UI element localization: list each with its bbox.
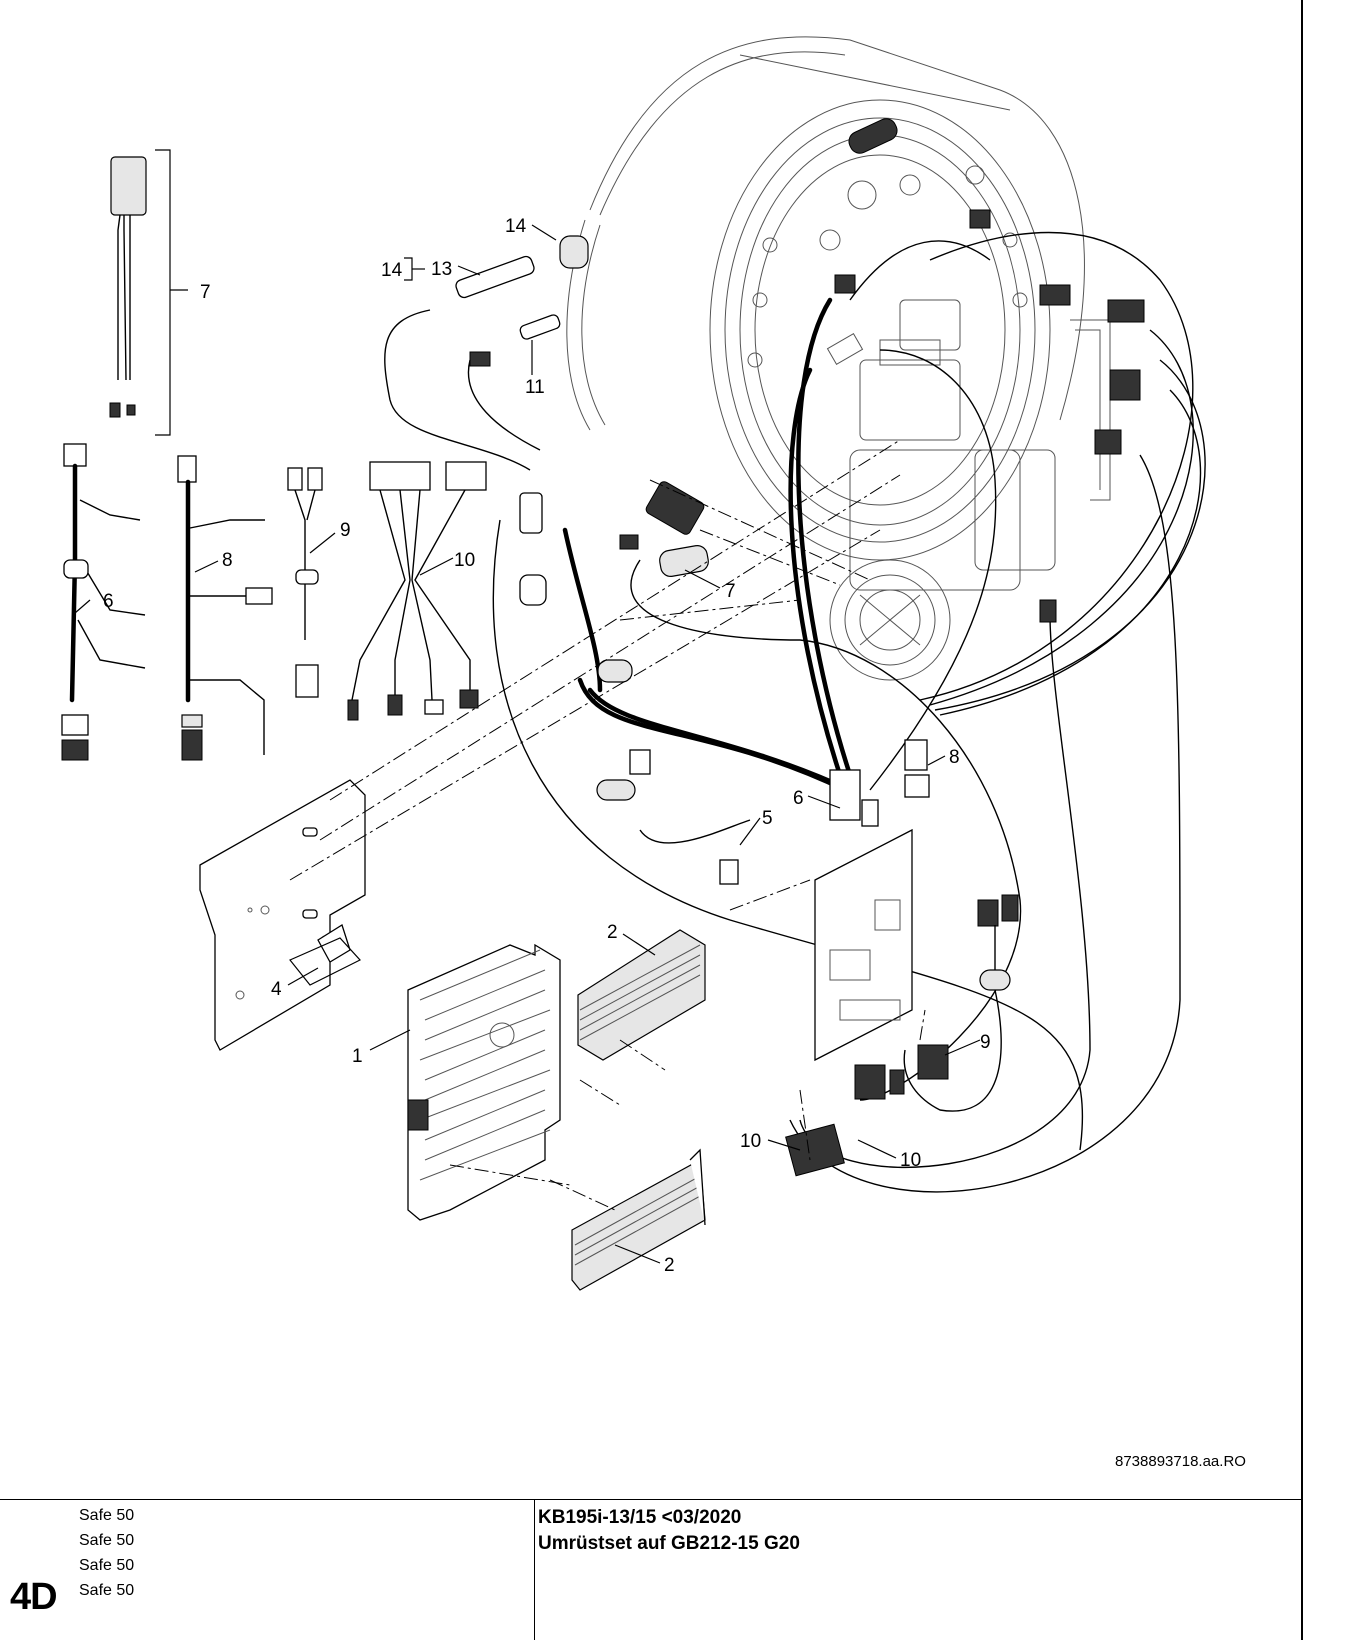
alignment-lines (289, 439, 926, 1211)
model-item: Safe 50 (79, 1507, 135, 1524)
callout-10-lower-right: 10 (900, 1150, 921, 1171)
connector-part-9 (854, 894, 1019, 1112)
exploded-parts-diagram: 1 2 2 4 5 6 6 7 7 8 8 9 9 10 10 10 11 13… (61, 36, 1206, 1291)
document-reference: 8738893718.aa.RO (1115, 1453, 1246, 1470)
callout-1: 1 (352, 1046, 363, 1067)
callout-labels: 1 2 2 4 5 6 6 7 7 8 8 9 9 10 10 10 11 13… (103, 216, 991, 1276)
main-cable-bundle (492, 209, 1206, 1193)
cover-part-2-top (577, 929, 706, 1061)
callout-leaders (74, 224, 981, 1264)
footer-column-divider (534, 1500, 535, 1640)
footer-divider (0, 1499, 1302, 1500)
page-border-right (1301, 0, 1303, 1640)
heat-exchanger-drum (566, 36, 1085, 561)
cover-part-2-bottom (571, 1148, 706, 1291)
callout-10-lower-left: 10 (740, 1131, 761, 1152)
callout-5: 5 (762, 808, 773, 829)
model-list: Safe 50 Safe 50 Safe 50 Safe 50 (79, 1503, 134, 1603)
callout-13: 13 (431, 259, 452, 280)
callout-2-bottom: 2 (664, 1255, 675, 1276)
control-unit-part-1 (407, 943, 561, 1221)
callout-10-upper: 10 (454, 550, 475, 571)
callout-9-left: 9 (340, 520, 351, 541)
callout-4: 4 (271, 979, 282, 1000)
model-item: Safe 50 (79, 1532, 135, 1549)
callout-14-bracket: 14 (381, 260, 403, 281)
gas-valve-fan-assembly (826, 299, 1111, 681)
mounting-plate (199, 779, 366, 1051)
model-item: Safe 50 (79, 1582, 135, 1599)
wiring-harness-part-6 (61, 443, 146, 761)
wiring-harness-part-10 (347, 461, 487, 721)
model-item: Safe 50 (79, 1557, 135, 1574)
title-line-1: KB195i-13/15 <03/2020 (538, 1507, 742, 1528)
title-block: KB195i-13/15 <03/2020 Umrüstset auf GB21… (538, 1505, 800, 1557)
callout-11: 11 (525, 377, 545, 398)
callout-6-right: 6 (793, 788, 804, 809)
ionisation-sensor-part-13 (384, 235, 589, 471)
control-pcb (814, 828, 913, 1062)
callout-8-right: 8 (949, 747, 960, 768)
ignition-unit-part-7 (109, 149, 188, 436)
wiring-harness-part-9 (287, 467, 323, 698)
section-code: 4D (10, 1576, 58, 1618)
callout-8-left: 8 (222, 550, 233, 571)
callout-14-top: 14 (505, 216, 527, 237)
callout-9-right: 9 (980, 1032, 991, 1053)
callout-7-top: 7 (200, 282, 211, 303)
callout-2-top: 2 (607, 922, 618, 943)
callout-6-left: 6 (103, 591, 114, 612)
connector-part-10 (785, 1123, 845, 1177)
title-line-2: Umrüstset auf GB212-15 G20 (538, 1533, 800, 1554)
wiring-harness-part-8 (177, 455, 273, 761)
callout-7-mid: 7 (725, 581, 736, 602)
